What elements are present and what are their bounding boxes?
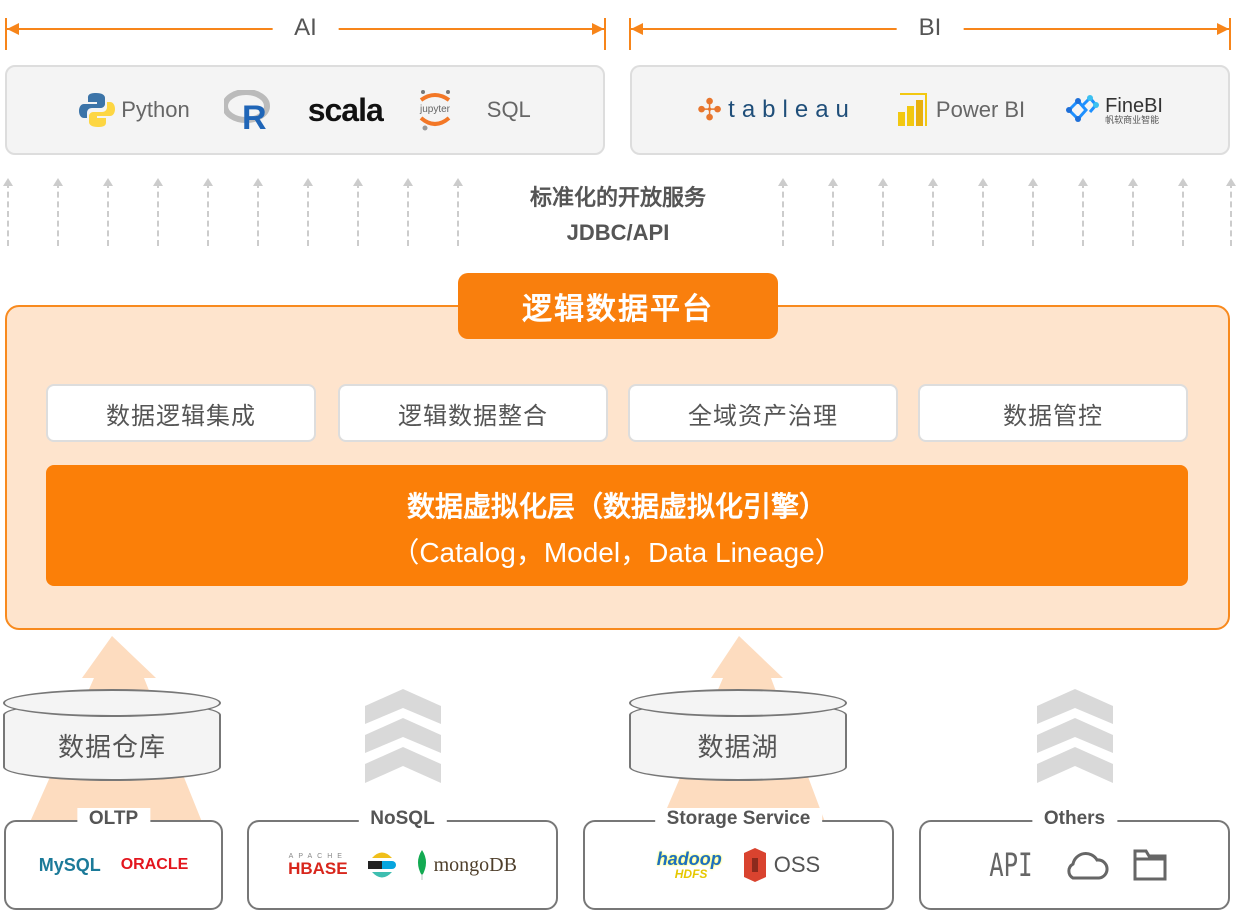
virtualization-layer-subtitle: （Catalog，Model，Data Lineage） <box>391 537 843 568</box>
mongodb-label: mongoDB <box>433 853 517 876</box>
source-oltp: OLTP MySQL ORACLE <box>4 808 223 910</box>
folder-icon <box>1133 849 1167 881</box>
mysql-logo: MySQL <box>38 854 101 875</box>
virtualization-layer-title: 数据虚拟化层（数据虚拟化引擎） <box>406 491 827 522</box>
oss-logo: OSS <box>742 848 820 882</box>
source-nosql-label: NoSQL <box>358 808 447 830</box>
data-warehouse-label: 数据仓库 <box>57 732 166 762</box>
source-others: Others API <box>919 808 1230 910</box>
bi-label: BI <box>896 14 964 42</box>
svg-text:jupyter: jupyter <box>419 104 451 115</box>
svg-text:R: R <box>242 99 267 130</box>
ai-label: AI <box>272 14 339 42</box>
elasticsearch-icon <box>367 852 396 878</box>
tableau-logo: ✣ tableau <box>697 93 856 128</box>
hdfs-label: HDFS <box>674 867 708 881</box>
tableau-label: tableau <box>728 96 856 123</box>
bi-tools-panel: ✣ tableau Power BI FineBI 帆软商业智能 <box>630 65 1230 155</box>
oss-label: OSS <box>773 852 821 877</box>
ai-tools-panel: Python R scala jupyter SQL <box>5 65 605 155</box>
s3-bucket-icon <box>743 848 766 882</box>
source-others-label: Others <box>1031 808 1118 830</box>
source-storage-label: Storage Service <box>654 808 823 830</box>
finebi-logo: FineBI 帆软商业智能 <box>1065 93 1163 127</box>
nosql-chevron-arrow <box>365 689 441 783</box>
r-logo: R <box>223 90 274 130</box>
hbase-label: HBASE <box>288 859 348 878</box>
hbase-logo: APACHE HBASE <box>288 853 348 877</box>
sql-label: SQL <box>486 97 531 122</box>
function-data-logic-integration: 数据逻辑集成 <box>46 384 316 442</box>
virtualization-layer: 数据虚拟化层（数据虚拟化引擎） （Catalog，Model，Data Line… <box>46 465 1188 586</box>
function-data-control: 数据管控 <box>918 384 1188 442</box>
ai-bracket: AI <box>5 14 606 50</box>
source-oltp-label: OLTP <box>76 808 151 830</box>
python-logo: Python <box>79 91 190 129</box>
mongodb-logo: mongoDB <box>416 850 517 880</box>
function-logical-data-consolidation: 逻辑数据整合 <box>338 384 608 442</box>
bi-bracket: BI <box>629 14 1231 50</box>
python-label: Python <box>121 97 190 122</box>
tableau-icon: ✣ <box>697 93 723 127</box>
r-icon: R <box>223 90 270 130</box>
jupyter-logo: jupyter <box>417 88 453 132</box>
oracle-logo: ORACLE <box>120 856 189 873</box>
scala-logo: scala <box>307 91 384 129</box>
source-nosql: NoSQL APACHE HBASE mongoDB <box>247 808 558 910</box>
finebi-subtitle: 帆软商业智能 <box>1105 114 1160 125</box>
powerbi-logo: Power BI <box>896 92 1025 128</box>
open-service-label: 标准化的开放服务 <box>529 185 706 210</box>
hadoop-label: hadoop <box>656 849 722 869</box>
scala-label: scala <box>307 91 384 128</box>
others-chevron-arrow <box>1037 689 1113 783</box>
powerbi-label: Power BI <box>935 97 1026 122</box>
mongodb-leaf-icon <box>417 850 426 880</box>
powerbi-icon <box>897 93 927 126</box>
finebi-label: FineBI <box>1105 94 1163 117</box>
jdbc-api-label: JDBC/API <box>566 220 670 245</box>
hadoop-hdfs-logo: hadoop HDFS <box>657 850 722 880</box>
apache-label: APACHE <box>288 853 347 860</box>
python-icon <box>79 93 116 127</box>
data-lake-label: 数据湖 <box>697 732 779 762</box>
finebi-icon <box>1066 95 1100 122</box>
cloud-icon <box>1067 852 1109 880</box>
jupyter-icon: jupyter <box>419 90 451 131</box>
data-lake-cylinder: 数据湖 <box>629 689 847 781</box>
data-warehouse-cylinder: 数据仓库 <box>3 689 221 781</box>
source-storage-service: Storage Service hadoop HDFS OSS <box>583 808 894 910</box>
platform-title: 逻辑数据平台 <box>458 273 778 339</box>
function-asset-governance: 全域资产治理 <box>628 384 898 442</box>
api-icon: API <box>988 846 1033 884</box>
